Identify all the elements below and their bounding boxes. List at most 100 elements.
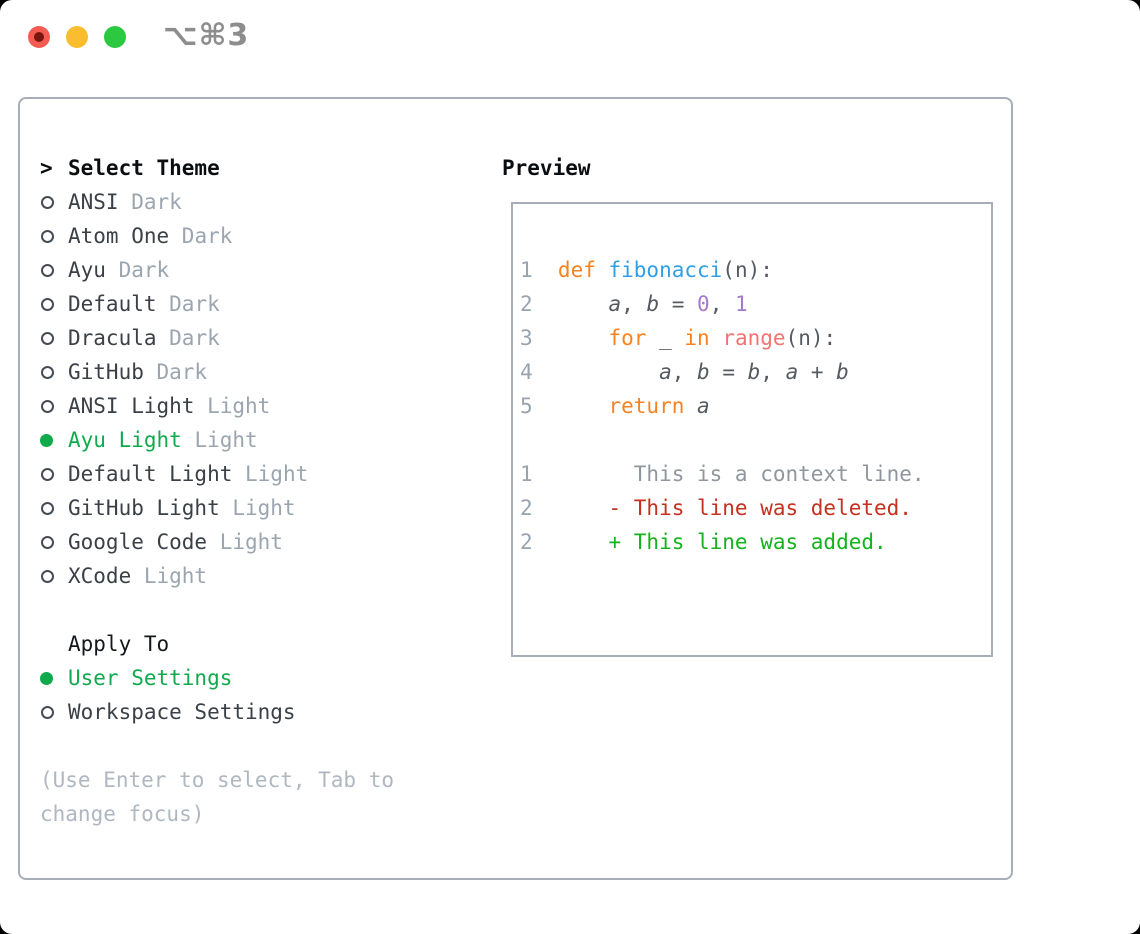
blank-line xyxy=(520,423,991,457)
theme-item-dracula[interactable]: Dracula Dark xyxy=(40,321,490,355)
line-number: 2 xyxy=(520,530,533,554)
theme-item-default[interactable]: Default Dark xyxy=(40,287,490,321)
select-theme-header: > Select Theme xyxy=(40,151,490,185)
spacer xyxy=(40,593,490,627)
apply-to-title: Apply To xyxy=(68,632,170,656)
apply-to-header: Apply To xyxy=(40,627,490,661)
preview-title: Preview xyxy=(502,156,591,180)
diff-line-deleted: 2 - This line was deleted. xyxy=(520,491,991,525)
radio-icon xyxy=(40,467,68,481)
code-text: for _ in range(n): xyxy=(608,326,837,350)
help-text-line1: (Use Enter to select, Tab to xyxy=(40,768,395,792)
theme-variant-label: Light xyxy=(219,530,283,554)
diff-text: - This line was deleted. xyxy=(557,496,912,520)
line-number: 4 xyxy=(520,360,533,384)
theme-item-label: Default xyxy=(68,292,157,316)
radio-selected-icon xyxy=(40,671,68,685)
code-text: return a xyxy=(608,394,710,418)
code-text: a, b = b, a + b xyxy=(659,360,849,384)
theme-item-label: XCode xyxy=(68,564,132,588)
theme-item-google-code[interactable]: Google Code Light xyxy=(40,525,490,559)
theme-item-label: GitHub Light xyxy=(68,496,220,520)
close-button[interactable] xyxy=(28,26,50,48)
theme-item-label: Default Light xyxy=(68,462,233,486)
code-text: def fibonacci(n): xyxy=(557,258,773,282)
diff-line-context: 1 This is a context line. xyxy=(520,457,991,491)
line-number: 2 xyxy=(520,292,533,316)
window-title: ⌥⌘3 xyxy=(163,18,250,53)
minimize-button[interactable] xyxy=(66,26,88,48)
radio-icon xyxy=(40,263,68,277)
theme-item-ansi[interactable]: ANSI Dark xyxy=(40,185,490,219)
theme-variant-label: Dark xyxy=(131,190,182,214)
theme-variant-label: Light xyxy=(245,462,309,486)
radio-icon xyxy=(40,195,68,209)
line-number: 3 xyxy=(520,326,533,350)
diff-text: This is a context line. xyxy=(557,462,925,486)
theme-variant-label: Light xyxy=(194,428,258,452)
code-line: 2 a, b = 0, 1 xyxy=(520,287,991,321)
theme-item-ansi-light[interactable]: ANSI Light Light xyxy=(40,389,490,423)
code-line: 1 def fibonacci(n): xyxy=(520,253,991,287)
theme-item-default-light[interactable]: Default Light Light xyxy=(40,457,490,491)
theme-item-atom-one[interactable]: Atom One Dark xyxy=(40,219,490,253)
radio-icon xyxy=(40,365,68,379)
theme-variant-label: Light xyxy=(232,496,296,520)
theme-item-ayu[interactable]: Ayu Dark xyxy=(40,253,490,287)
theme-item-github-light[interactable]: GitHub Light Light xyxy=(40,491,490,525)
apply-option-workspace-settings[interactable]: Workspace Settings xyxy=(40,695,490,729)
theme-item-xcode[interactable]: XCode Light xyxy=(40,559,490,593)
theme-item-label: Google Code xyxy=(68,530,208,554)
radio-icon xyxy=(40,569,68,583)
line-number: 5 xyxy=(520,394,533,418)
theme-item-label: Dracula xyxy=(68,326,157,350)
theme-item-label: ANSI xyxy=(68,190,119,214)
close-dot-icon xyxy=(34,32,44,42)
theme-item-label: GitHub xyxy=(68,360,144,384)
diff-sample: 1 This is a context line.2 - This line w… xyxy=(520,457,991,559)
apply-option-label: User Settings xyxy=(68,666,233,690)
theme-variant-label: Dark xyxy=(169,326,220,350)
theme-item-github[interactable]: GitHub Dark xyxy=(40,355,490,389)
line-number: 1 xyxy=(520,462,533,486)
code-text: a, b = 0, 1 xyxy=(608,292,748,316)
radio-selected-icon xyxy=(40,433,68,447)
help-text-line2: change focus) xyxy=(40,802,205,826)
radio-icon xyxy=(40,705,68,719)
radio-icon xyxy=(40,535,68,549)
theme-item-label: Ayu xyxy=(68,258,106,282)
theme-variant-label: Light xyxy=(143,564,208,588)
line-number: 1 xyxy=(520,258,533,282)
apply-option-label: Workspace Settings xyxy=(68,700,296,724)
apply-option-user-settings[interactable]: User Settings xyxy=(40,661,490,695)
traffic-lights xyxy=(28,26,126,48)
code-line: 5 return a xyxy=(520,389,991,423)
radio-icon xyxy=(40,229,68,243)
radio-icon xyxy=(40,501,68,515)
diff-text: + This line was added. xyxy=(557,530,887,554)
select-theme-title: Select Theme xyxy=(68,156,220,180)
theme-variant-label: Dark xyxy=(118,258,170,282)
theme-variant-label: Dark xyxy=(181,224,233,248)
theme-item-label: Ayu Light xyxy=(68,428,182,452)
theme-variant-label: Light xyxy=(207,394,271,418)
focus-caret-icon: > xyxy=(40,156,53,180)
line-number: 2 xyxy=(520,496,533,520)
radio-icon xyxy=(40,331,68,345)
spacer xyxy=(40,729,490,763)
diff-line-added: 2 + This line was added. xyxy=(520,525,991,559)
theme-item-ayu-light[interactable]: Ayu Light Light xyxy=(40,423,490,457)
theme-item-label: ANSI Light xyxy=(68,394,195,418)
theme-variant-label: Dark xyxy=(156,360,208,384)
code-line: 4 a, b = b, a + b xyxy=(520,355,991,389)
theme-variant-label: Dark xyxy=(169,292,220,316)
code-line: 3 for _ in range(n): xyxy=(520,321,991,355)
zoom-button[interactable] xyxy=(104,26,126,48)
theme-item-label: Atom One xyxy=(68,224,170,248)
